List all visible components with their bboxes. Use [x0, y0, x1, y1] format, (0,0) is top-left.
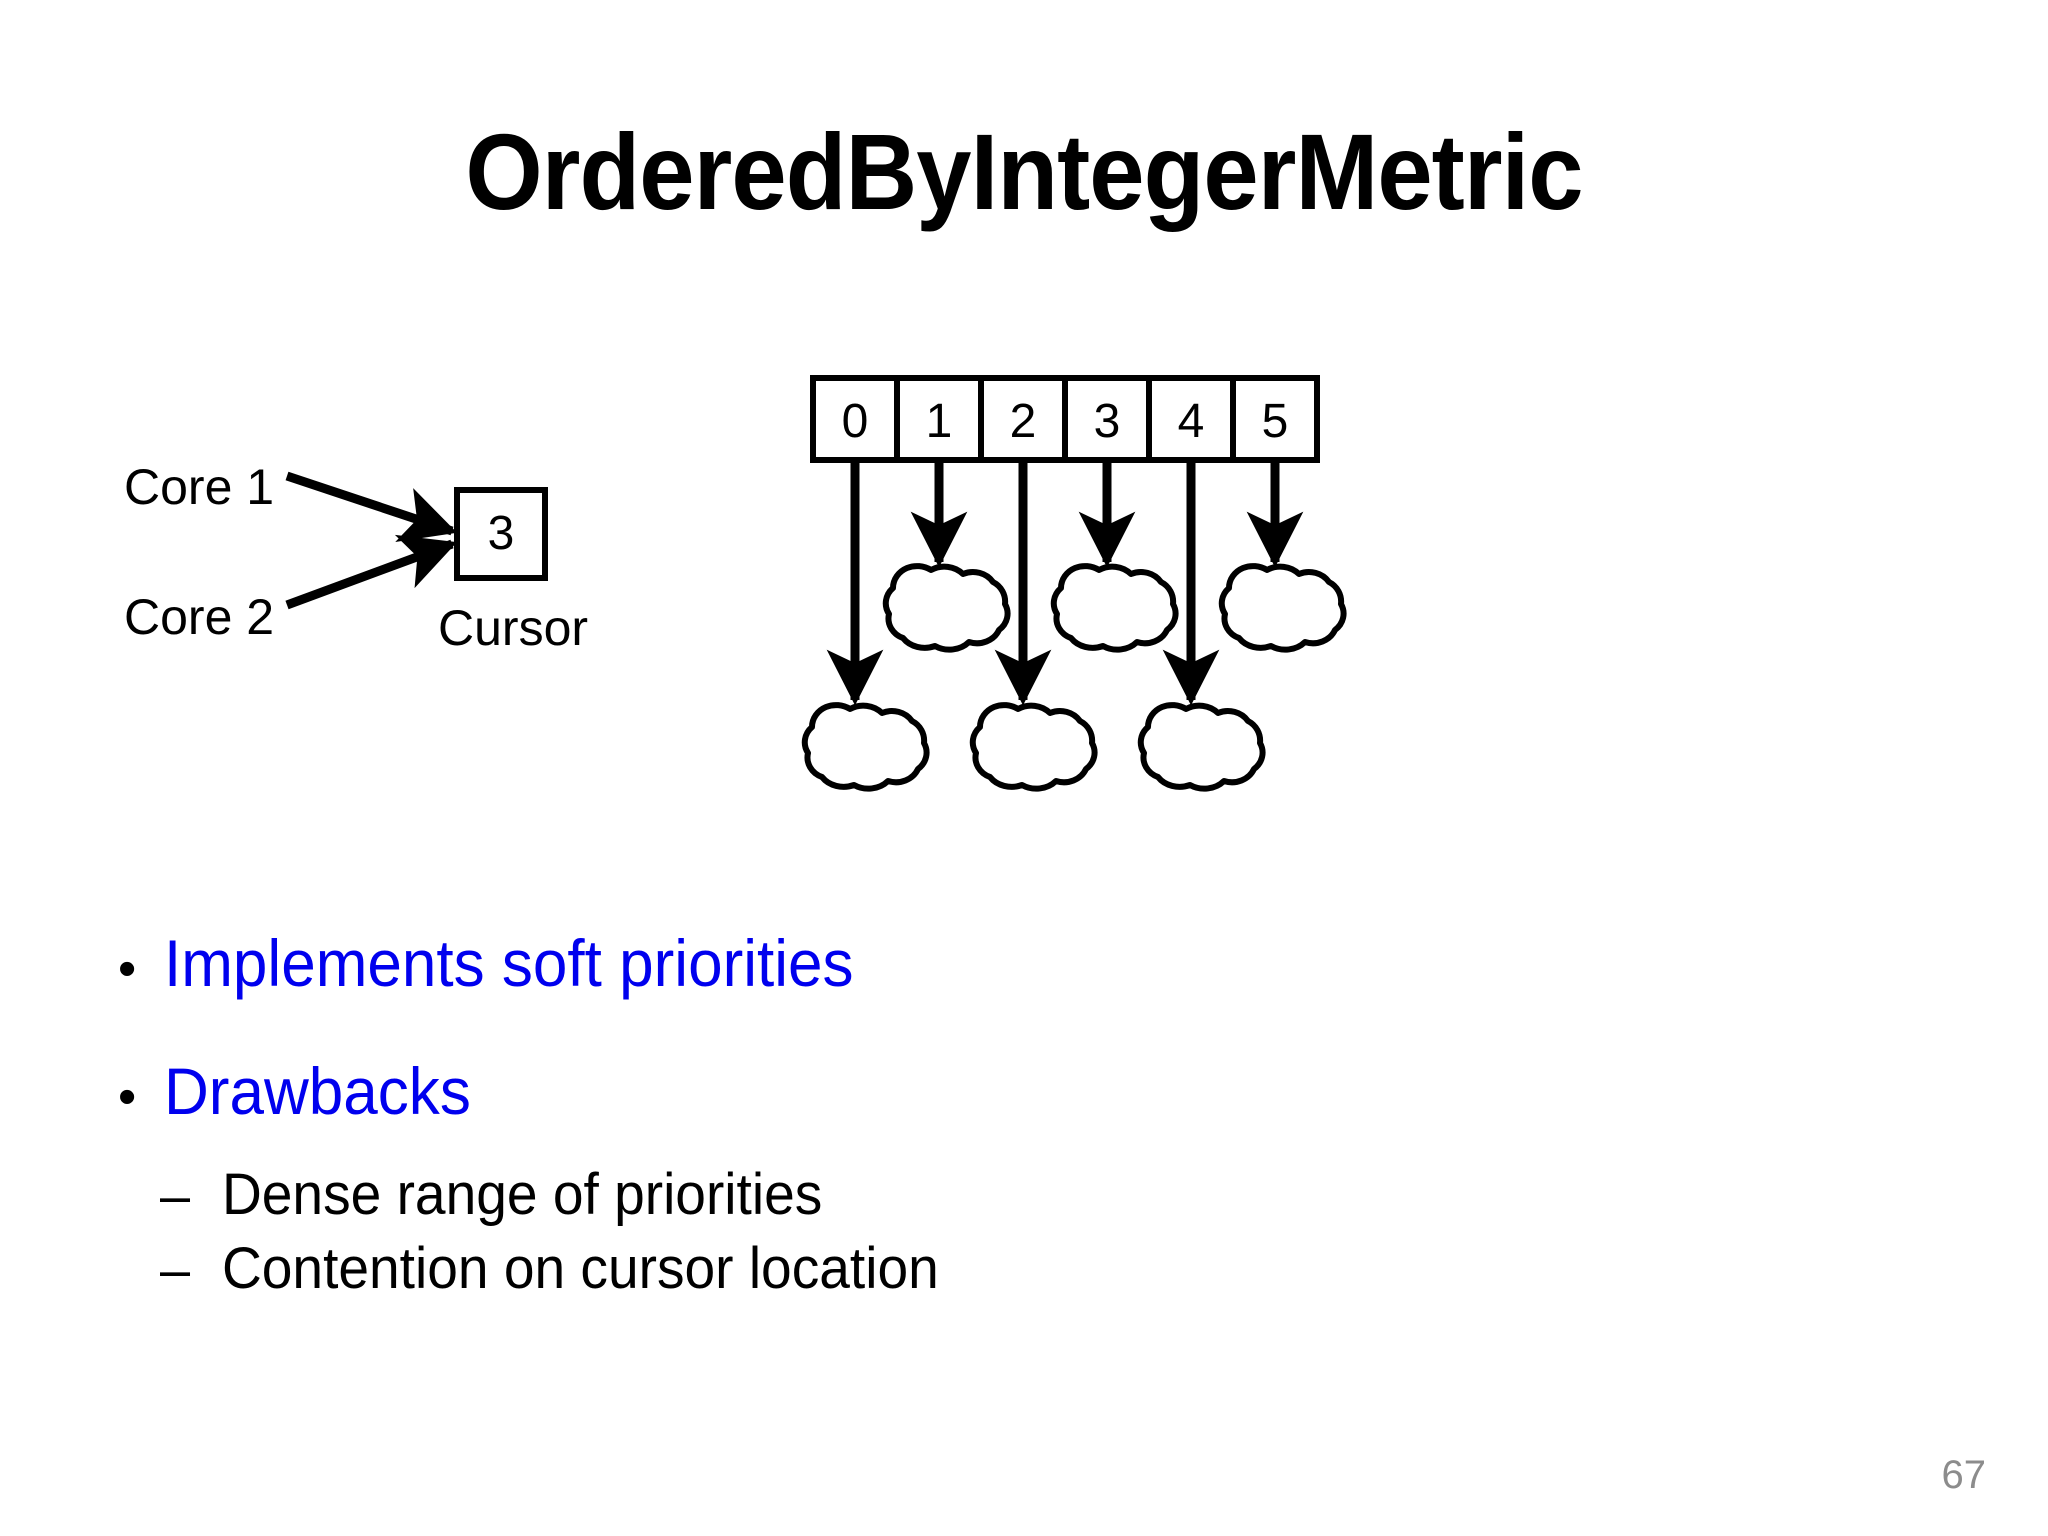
bucket-arrows: [826, 460, 1304, 706]
sub-bullet-text: Contention on cursor location: [222, 1236, 939, 1301]
core-arrows: [285, 471, 458, 610]
page-number: 67: [1941, 1453, 1987, 1497]
array-cell-label-1: 1: [925, 394, 953, 448]
sub-bullet-marker-icon: –: [160, 1240, 191, 1300]
sub-bullet-marker-icon: –: [160, 1166, 191, 1226]
cursor-value: 3: [487, 507, 515, 560]
bullet-group-drawbacks: • Drawbacks – Dense range of priorities …: [118, 1058, 1618, 1298]
array-cell-label-2: 2: [1009, 394, 1037, 448]
bucket-cloud-5: [1218, 563, 1347, 653]
bullet-marker-icon: •: [118, 940, 137, 998]
array-cell-label-3: 3: [1093, 394, 1121, 448]
bucket-cloud-2: [969, 702, 1098, 792]
bullet-item-drawbacks: • Drawbacks: [118, 1058, 1618, 1124]
bullet-item-implements-soft-priorities: • Implements soft priorities: [118, 930, 1618, 996]
core1-arrow: [285, 471, 458, 542]
page-title: OrderedByIntegerMetric: [465, 111, 1583, 232]
sub-bullet-text: Dense range of priorities: [222, 1162, 823, 1227]
bullet-marker-icon: •: [118, 1068, 137, 1126]
array-cell-label-0: 0: [841, 394, 869, 448]
bullet-list: • Implements soft priorities • Drawbacks…: [118, 930, 1618, 1314]
bullet-text: Drawbacks: [164, 1054, 471, 1128]
bucket-cloud-0: [801, 702, 930, 792]
bucket-clouds: [801, 563, 1347, 792]
core-1-label: Core 1: [124, 459, 275, 515]
array-cell-label-5: 5: [1261, 394, 1289, 448]
bullet-text: Implements soft priorities: [164, 926, 854, 1000]
bucket-cloud-3: [1050, 563, 1179, 653]
bucket-cloud-4: [1137, 702, 1266, 792]
bucket-cloud-1: [882, 563, 1011, 653]
sub-bullet-item-contention: – Contention on cursor location: [160, 1240, 1618, 1298]
core2-arrow: [285, 534, 458, 610]
cursor-caption: Cursor: [438, 600, 589, 656]
array-cell-label-4: 4: [1177, 394, 1205, 448]
sub-bullet-item-dense-range: – Dense range of priorities: [160, 1166, 1618, 1224]
core-2-label: Core 2: [124, 589, 275, 645]
